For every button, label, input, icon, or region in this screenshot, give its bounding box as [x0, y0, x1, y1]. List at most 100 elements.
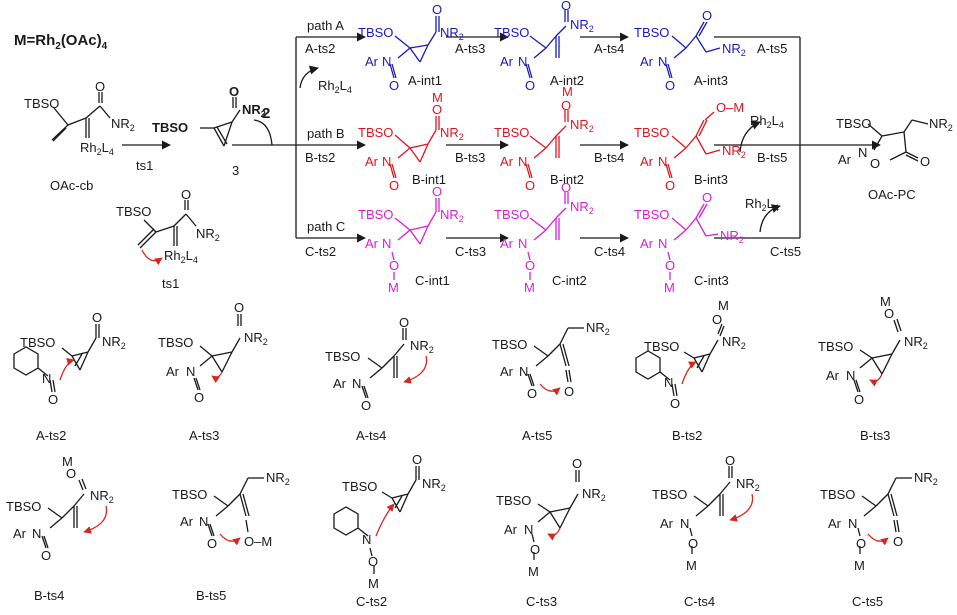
- a-ts4-no: O: [361, 398, 371, 413]
- b-ts5-no: O: [207, 536, 217, 551]
- c-ts2-label: C-ts2: [356, 594, 387, 609]
- b-ts3-no: O: [854, 392, 864, 407]
- a-ts4-o: O: [399, 315, 409, 330]
- c-int2-m: M: [524, 280, 535, 295]
- b-ts3-o: O: [884, 306, 894, 321]
- c-int2-nr2: NR2: [570, 199, 594, 216]
- compound-3-label: 3: [232, 163, 239, 178]
- b-ts2-n: N: [664, 375, 673, 390]
- a-int2-structure: [525, 10, 569, 79]
- a-ts2-label: A-ts2: [36, 428, 66, 443]
- a-ts3-ar: Ar: [166, 364, 180, 379]
- b-ts5-om: O–M: [244, 534, 272, 549]
- c-rh-release: Rh2L4: [745, 196, 779, 213]
- a-int3-tbso: TBSO: [634, 25, 669, 40]
- a-ts5-carbonyl-o: O: [564, 384, 574, 399]
- b-int3-om: O–M: [716, 100, 744, 115]
- b-int2-nr2: NR2: [570, 117, 594, 134]
- b-int3-structure: [665, 111, 721, 179]
- oac-pc-label: OAc-PC: [868, 187, 916, 202]
- a-ts3-n: N: [186, 364, 195, 379]
- c-ts5-structure: [857, 477, 912, 554]
- b-int3-nr2: NR2: [722, 143, 746, 160]
- a-ts2-n: N: [42, 371, 51, 386]
- b-ts2-no: O: [670, 396, 680, 411]
- c-ts2-step-label: C-ts2: [305, 244, 336, 259]
- a-ts4-n: N: [352, 376, 361, 391]
- ts1-nr2: NR2: [196, 226, 220, 243]
- a-ts4-structure: [361, 328, 428, 399]
- c-int2-label: C-int2: [552, 273, 587, 288]
- ts1-red-arrow: [141, 249, 163, 266]
- c-ts5-no: O: [856, 536, 866, 551]
- c-int1-tbso: TBSO: [358, 207, 393, 222]
- c-int1-n: N: [382, 236, 391, 251]
- a-ts5-tbso: TBSO: [492, 337, 527, 352]
- c-int3-ar: Ar: [640, 236, 654, 251]
- reagent-2-curve: [253, 119, 273, 146]
- c-ts4-no: O: [688, 536, 698, 551]
- b-int2-m: M: [562, 84, 573, 99]
- compound-3-structure: [200, 97, 241, 147]
- a-int2-no: O: [525, 78, 535, 93]
- path-c-label: path C: [307, 219, 345, 234]
- b-ts4-step-label: B-ts4: [594, 150, 624, 165]
- c-ts2-no: O: [368, 554, 378, 569]
- b-int1-label: B-int1: [412, 172, 446, 187]
- b-ts3-n: N: [846, 368, 855, 383]
- c-ts4-n: N: [680, 516, 689, 531]
- a-int1-tbso: TBSO: [358, 25, 393, 40]
- oac-cb-structure: [51, 92, 111, 142]
- b-ts3-label: B-ts3: [860, 428, 890, 443]
- tbso-bold-label: TBSO: [152, 120, 188, 135]
- c-ts2-nr2: NR2: [422, 476, 446, 493]
- b-ts5-label: B-ts5: [196, 588, 226, 603]
- b-ts2-label: B-ts2: [672, 428, 702, 443]
- a-int3-o: O: [702, 8, 712, 23]
- a-ts3-label: A-ts3: [189, 428, 219, 443]
- a-ts2-o: O: [92, 310, 102, 325]
- a-int3-ar: Ar: [640, 54, 654, 69]
- c-ts2-tbso: TBSO: [342, 479, 377, 494]
- nr2-bold-label: NR2: [242, 102, 266, 119]
- c-ts3-tbso: TBSO: [496, 493, 531, 508]
- c-ts4-m: M: [686, 558, 697, 573]
- c-int3-nr2: NR2: [720, 228, 744, 245]
- b-int1-no: O: [389, 178, 399, 193]
- b-int1-n: N: [382, 154, 391, 169]
- c-int2-n: N: [518, 236, 527, 251]
- c-int3-label: C-int3: [694, 273, 729, 288]
- b-int1-structure: [389, 116, 440, 179]
- path-b-arrows: [446, 121, 881, 153]
- a-int1-no: O: [389, 78, 399, 93]
- path-b-label: path B: [307, 126, 345, 141]
- a-ts4-step-label: A-ts4: [594, 41, 624, 56]
- b-ts3-m: M: [880, 294, 891, 309]
- c-ts3-m: M: [528, 564, 539, 579]
- c-ts5-step-label: C-ts5: [770, 244, 801, 259]
- b-int3-no: O: [665, 178, 675, 193]
- b-int3-label: B-int3: [694, 172, 728, 187]
- c-ts5-label: C-ts5: [852, 594, 883, 609]
- c-int3-m: M: [664, 280, 675, 295]
- c-ts5-n: N: [848, 516, 857, 531]
- a-int3-n: N: [658, 54, 667, 69]
- b-int3-n: N: [658, 154, 667, 169]
- c-ts4-tbso: TBSO: [652, 487, 687, 502]
- rh2l4-label: Rh2L4: [80, 140, 114, 157]
- b-ts5-n: N: [199, 514, 208, 529]
- a-int2-ar: Ar: [500, 54, 514, 69]
- a-ts5-no: O: [527, 386, 537, 401]
- b-ts4-structure: [41, 478, 108, 549]
- c-int1-nr2: NR2: [440, 207, 464, 224]
- tbso-label: TBSO: [24, 96, 59, 111]
- c-int1-structure: [391, 198, 440, 280]
- b-int3-tbso: TBSO: [634, 125, 669, 140]
- b-ts5-nr2: NR2: [266, 470, 290, 487]
- b-int1-nr2: NR2: [440, 125, 464, 142]
- a-int3-structure: [665, 21, 721, 79]
- a-int2-label: A-int2: [550, 73, 584, 88]
- b-int3-ar: Ar: [640, 154, 654, 169]
